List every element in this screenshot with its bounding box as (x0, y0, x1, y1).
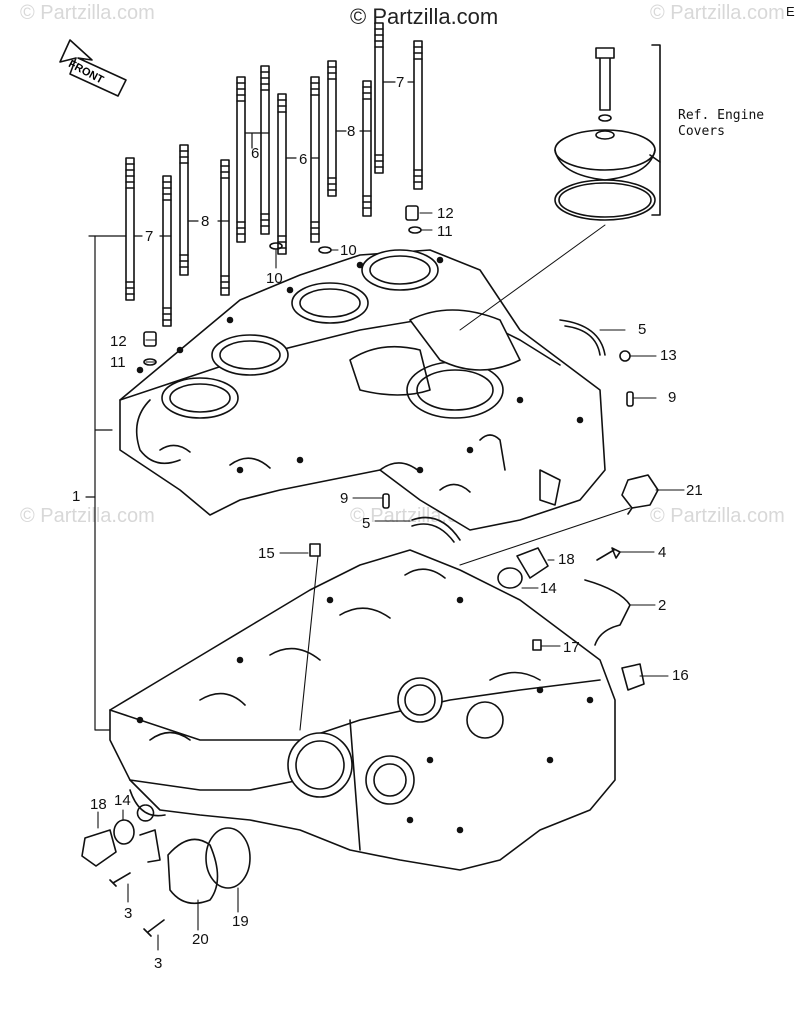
callout-20: 20 (192, 931, 209, 948)
callout-3: 3 (124, 905, 133, 922)
callout-5: 5 (362, 515, 371, 532)
watermark-mid-right: © Partzilla.com (650, 505, 785, 527)
callout-13: 13 (660, 347, 677, 364)
stud-bolt (327, 60, 337, 197)
callout-10: 10 (266, 270, 283, 287)
callout-12: 12 (437, 205, 454, 222)
stud-bolt (374, 22, 384, 174)
ref-note-line2: Covers (678, 124, 725, 140)
small-parts (81, 205, 659, 937)
callout-4: 4 (658, 544, 667, 561)
callout-15: 15 (258, 545, 275, 562)
callout-17: 17 (563, 639, 580, 656)
callout-18: 18 (90, 796, 107, 813)
stud-bolt (277, 93, 287, 255)
callout-12: 12 (110, 333, 127, 350)
stud-bolt (220, 159, 230, 296)
stud-bolt (260, 65, 270, 235)
upper-crankcase (119, 249, 606, 531)
stud-bolt (310, 76, 320, 243)
callout-8: 8 (347, 123, 356, 140)
stud-bolt (179, 144, 189, 276)
stud-bolt (236, 76, 246, 243)
corner-page-letter: E (786, 4, 795, 19)
engine-cover-ref (459, 44, 661, 331)
callout-7: 7 (145, 228, 154, 245)
callout-3: 3 (154, 955, 163, 972)
stud-bolts (125, 22, 423, 327)
lower-crankcase (109, 549, 616, 871)
callout-21: 21 (686, 482, 703, 499)
stud-bolt (162, 175, 172, 327)
callout-8: 8 (201, 213, 210, 230)
callout-2: 2 (658, 597, 667, 614)
callout-9: 9 (668, 389, 677, 406)
callout-11: 11 (110, 354, 126, 371)
callout-1: 1 (72, 488, 81, 505)
callout-6: 6 (251, 145, 260, 162)
callout-18: 18 (558, 551, 575, 568)
callout-19: 19 (232, 913, 249, 930)
callout-6: 6 (299, 151, 308, 168)
part-leaders (97, 212, 685, 951)
stud-bolt (413, 40, 423, 190)
callout-14: 14 (114, 792, 131, 809)
callout-16: 16 (672, 667, 689, 684)
callout-9: 9 (340, 490, 349, 507)
callout-11: 11 (437, 223, 453, 240)
watermark-mid-left: © Partzilla.com (20, 505, 155, 527)
callout-14: 14 (540, 580, 557, 597)
front-arrow-icon (59, 39, 127, 97)
stud-bolt (362, 80, 372, 217)
watermark-top-right: © Partzilla.com (650, 2, 785, 24)
callout-10: 10 (340, 242, 357, 259)
stud-bolt (125, 157, 135, 301)
callout-5: 5 (638, 321, 647, 338)
leader-lines (85, 81, 415, 731)
callout-7: 7 (396, 74, 405, 91)
watermark-top-left: © Partzilla.com (20, 2, 155, 24)
ref-engine-covers-note: Ref. Engine Covers (678, 108, 764, 141)
ref-note-line1: Ref. Engine (678, 108, 765, 123)
